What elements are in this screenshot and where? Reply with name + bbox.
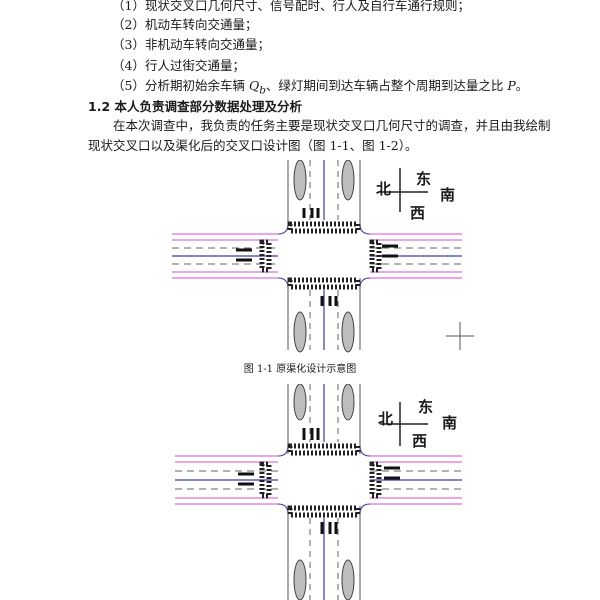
figure-2-intersection-diagram: 北 东 南 西 xyxy=(175,384,462,600)
figure-1-roads xyxy=(172,160,474,353)
figure-1-intersection-diagram: 北 东 南 西 xyxy=(172,160,474,353)
figure-1-caption: 图 1-1 原渠化设计示意图 xyxy=(243,364,357,375)
list-item-1: （1）现状交叉口几何尺寸、信号配时、行人及自行车通行规则； xyxy=(112,0,470,13)
section-heading: 1.2 本人负责调查部分数据处理及分析 xyxy=(88,99,302,114)
compass-north: 北 xyxy=(376,180,391,198)
compass-south-2: 南 xyxy=(442,414,457,432)
item5-var-q: Q xyxy=(248,78,260,93)
compass-north-2: 北 xyxy=(378,410,393,428)
list-item-5: （5）分析期初始余车辆 Qb、绿灯期间到达车辆占整个周期到达量之比 P。 xyxy=(112,75,528,97)
item5-var-p: P xyxy=(507,78,516,93)
compass-east-2: 东 xyxy=(418,398,433,416)
body-paragraph: 在本次调查中，我负责的任务主要是现状交叉口几何尺寸的调查，并且由我绘制现状交叉口… xyxy=(88,118,551,153)
item5-text-b: 、绿灯期间到达车辆占整个周期到达量之比 xyxy=(265,78,508,93)
item5-text-end: 。 xyxy=(515,78,529,93)
compass-west-2: 西 xyxy=(412,432,427,450)
figure-1-compass: 北 东 南 西 xyxy=(376,168,455,222)
compass-south: 南 xyxy=(440,186,455,204)
list-item-2: （2）机动车转向交通量； xyxy=(112,17,258,32)
list-item-4: （4）行人过街交通量； xyxy=(112,58,245,73)
list-item-3: （3）非机动车转向交通量； xyxy=(112,37,270,52)
item5-text-a: （5）分析期初始余车辆 xyxy=(112,78,249,93)
figure-2-compass: 北 东 南 西 xyxy=(378,398,457,450)
item5-var-q-sub: b xyxy=(259,84,266,97)
compass-west: 西 xyxy=(410,204,425,222)
figure-2-roads xyxy=(175,384,462,600)
compass-east: 东 xyxy=(416,170,431,188)
